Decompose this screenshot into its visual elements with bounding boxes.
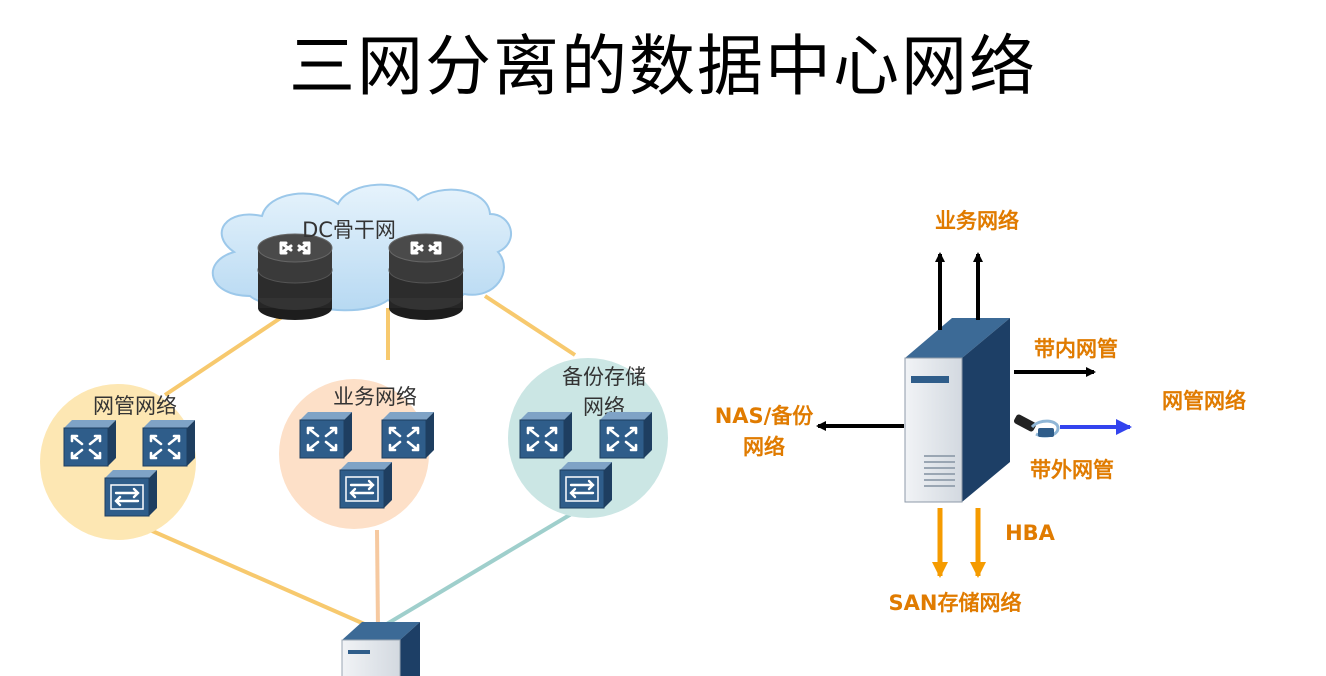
l2-switch-icon xyxy=(558,460,614,510)
l2-switch-icon xyxy=(338,460,394,510)
core-router-icon xyxy=(387,232,465,322)
link-lines xyxy=(149,294,580,632)
outband-mgmt-label: 带外网管 xyxy=(1030,458,1114,482)
inband-mgmt-label: 带内网管 xyxy=(1034,337,1118,361)
l3-switch-icon xyxy=(380,410,436,460)
l2-switch-icon xyxy=(103,468,159,518)
cable-icon xyxy=(1013,414,1060,438)
l3-switch-icon xyxy=(141,418,197,468)
l3-switch-icon xyxy=(62,418,118,468)
business-network-circle: 业务网络 xyxy=(279,379,436,529)
server-icon xyxy=(904,318,1010,503)
dc-backbone-cloud: DC骨干网 xyxy=(211,183,512,322)
l3-switch-icon xyxy=(298,410,354,460)
page-title: 三网分离的数据中心网络 xyxy=(289,28,1037,105)
business-network-label: 业务网络 xyxy=(935,209,1019,233)
core-router-icon xyxy=(256,232,334,322)
mgmt-network-circle: 网管网络 xyxy=(40,384,197,540)
l3-switch-icon xyxy=(598,410,654,460)
san-network-label: SAN存储网络 xyxy=(889,591,1022,615)
storage-network-circle: 备份存储 网络 xyxy=(508,358,668,518)
up-arrows xyxy=(935,252,983,330)
l3-switch-icon xyxy=(518,410,574,460)
nas-network-label: NAS/备份 xyxy=(715,404,815,428)
mgmt-network-label: 网管网络 xyxy=(1162,389,1246,413)
circle-label: 业务网络 xyxy=(333,385,417,409)
circle-label: 备份存储 xyxy=(562,365,646,389)
server-icon xyxy=(341,622,420,676)
hba-label: HBA xyxy=(1005,521,1056,545)
down-arrows xyxy=(932,508,986,578)
circle-label: 网管网络 xyxy=(93,394,177,418)
nas-network-label: 网络 xyxy=(743,435,785,459)
cloud-label: DC骨干网 xyxy=(302,218,396,242)
